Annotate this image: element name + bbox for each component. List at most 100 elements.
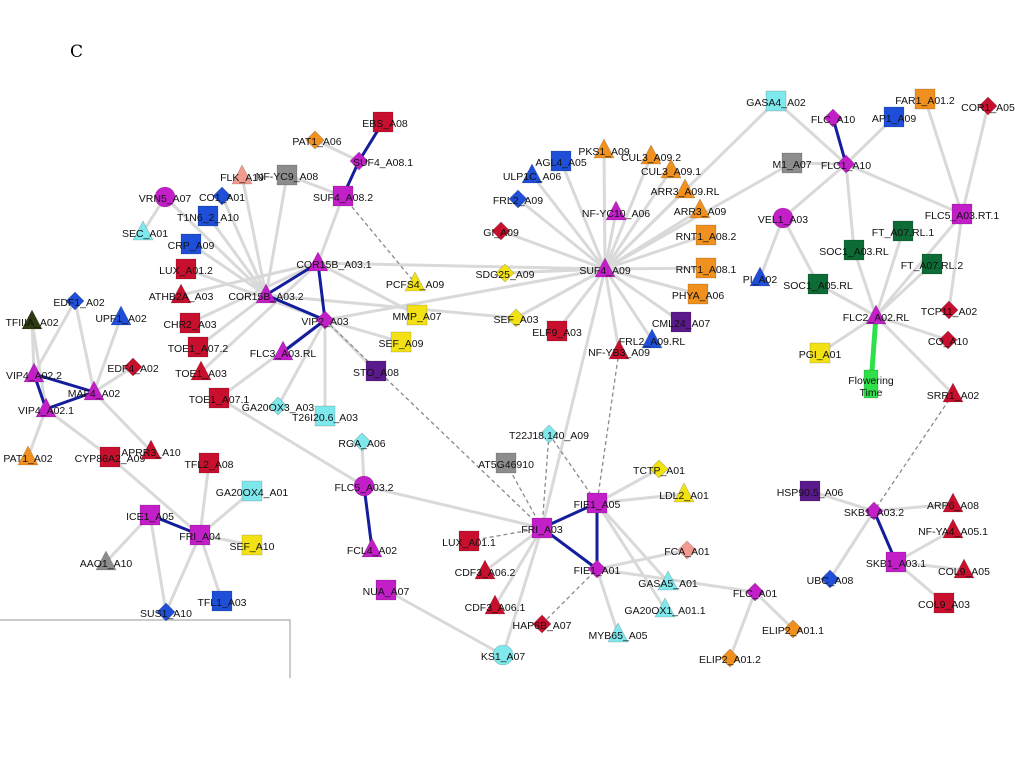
edge-arp6-a08-skb1-a03-2	[873, 502, 954, 513]
node-shape-diamond	[156, 602, 176, 622]
node-shape-circle	[154, 186, 176, 208]
node-nf-ya4-a05-1: NF-YA4_A05.1	[918, 518, 988, 539]
node-label: ELIP2_A01.1	[762, 625, 824, 637]
node-cdf3-a06-2: CDF3_A06.2	[455, 559, 516, 580]
node-label: PHYA_A06	[672, 290, 724, 302]
edge-gasa5-a01-fie1-a05	[595, 501, 670, 584]
edge-rnt1-a08-1-suf4-a09	[604, 266, 707, 271]
panel-label: C	[70, 42, 84, 62]
node-maf4-a02: MAF4_A02	[68, 380, 120, 401]
node-label: CUL3_A09.1	[641, 166, 701, 178]
edge-sef-a09-vip2-a03	[324, 318, 402, 344]
node-ulp1c-a06: ULP1C_A06	[503, 163, 561, 184]
node-label: FT_A07.RL.1	[872, 227, 935, 239]
node-label: AT5G46910	[478, 459, 534, 471]
node-shape-diamond	[508, 189, 528, 209]
node-shape-triangle	[361, 537, 383, 558]
edge-ft-a07-rl-1-flc2-a02-rl	[874, 230, 905, 317]
node-ft-a07-rl-1: FT_A07.RL.1	[872, 220, 935, 242]
node-flc1-a10: FLC1_A10	[821, 154, 871, 174]
edge-aprr3-a10-maf4-a02	[92, 390, 153, 453]
node-myb65-a05: MYB65_A05	[589, 622, 648, 643]
node-shape-diamond	[349, 151, 369, 171]
node-label: STO_A08	[353, 367, 399, 379]
edge-soc1-a05-rl-vel1-a03	[781, 217, 820, 285]
node-label: NF-YC10_A06	[582, 208, 650, 220]
node-label: FLC3_A03.RL	[250, 348, 317, 360]
node-flc2-a02-rl: FLC2_A02.RL	[843, 304, 909, 325]
node-far1-a01-2: FAR1_A01.2	[895, 88, 955, 110]
node-sef-a09: SEF_A09	[379, 331, 424, 353]
node-label: TCTP_A01	[633, 465, 685, 477]
edge-flc1-a10-soc1-a03-rl	[844, 163, 856, 251]
node-shape-triangle	[605, 200, 627, 221]
node-sdg25-a09: SDG25_A09	[476, 263, 535, 283]
edge-tctp-a01-fie1-a05	[596, 467, 660, 505]
edge-hsp90-5-a06-skb1-a03-2	[809, 489, 875, 513]
node-shape-square	[695, 224, 717, 246]
node-label: TOE1_A03	[175, 368, 227, 380]
edge-toe1-a03-cor15b-a03-1	[199, 261, 320, 374]
node-shape-triangle	[521, 163, 543, 184]
node-rga-a06: RGA_A06	[338, 432, 386, 452]
node-cyp86a2-a09: CYP86A2_A09	[75, 446, 145, 468]
node-shape-diamond	[836, 154, 856, 174]
node-shape-diamond	[587, 559, 607, 579]
node-shape-triangle	[110, 305, 132, 326]
node-shape-square	[807, 273, 829, 295]
edge-cyp86a2-a09-vip4-a02-1	[45, 407, 111, 459]
node-shape-square	[695, 257, 717, 279]
node-shape-diamond	[212, 186, 232, 206]
node-shape-triangle	[17, 445, 39, 466]
edge-sus1-a10-fri-a04	[164, 534, 202, 613]
node-shape-square	[921, 253, 943, 275]
node-shape-diamond	[745, 582, 765, 602]
node-shape-diamond	[495, 263, 515, 283]
node-flc5-a03-rt-1: FLC5_A03.RT.1	[925, 203, 1000, 225]
edge-cor15b-a03-1-suf4-a09	[317, 261, 606, 271]
edge-nf-yb3-a09-fie1-a05	[596, 350, 620, 504]
node-shape-triangle	[942, 382, 964, 403]
node-edf4-a02: EDF4_A02	[107, 357, 159, 377]
node-frl2-a09-rl: FRL2_A09.RL	[619, 328, 685, 349]
node-aprr3-a10: APRR3_A10	[121, 439, 181, 460]
node-vrn5-a07: VRN5_A07	[139, 186, 191, 208]
node-toe1-a07-2: TOE1_A07.2	[168, 336, 228, 358]
node-label: FCA_A01	[664, 546, 710, 558]
edge-ga20ox1-a01-1-fie1-a05	[595, 502, 667, 610]
node-shape-triangle	[942, 518, 964, 539]
node-shape-square	[314, 405, 336, 427]
node-fca-a01: FCA_A01	[664, 540, 710, 560]
edge-nf-yc9-a08-cor15b-a03-2	[264, 174, 289, 296]
edge-edf4-a02-maf4-a02	[93, 365, 134, 394]
node-label: FLC5_A03.RT.1	[925, 210, 1000, 222]
node-label: FT_A07.RL.2	[901, 260, 964, 272]
node-flc5-a03-2: FLC5_A03.2	[335, 475, 394, 497]
node-shape-square	[276, 164, 298, 186]
node-shape-square	[687, 283, 709, 305]
node-shape-square	[914, 88, 936, 110]
node-shape-triangle	[689, 198, 711, 219]
node-elip2-a01-1: ELIP2_A01.1	[762, 619, 824, 639]
edge-hap6b-a07-fie1-a01	[541, 568, 598, 625]
node-shape-square	[883, 106, 905, 128]
node-shape-square	[139, 504, 161, 526]
node-label: ELIP2_A01.2	[699, 654, 761, 666]
node-shape-diamond	[939, 300, 959, 320]
edge-flc5-a03-rt-1-flc2-a02-rl	[874, 213, 964, 317]
node-shape-diamond	[677, 540, 697, 560]
edge-athb2a-a03-cor15b-a03-1	[180, 261, 319, 297]
edge-suf4-a08-2-pcfs4-a09	[342, 195, 416, 284]
node-pat1-a02: PAT1_A02	[3, 445, 53, 466]
node-label: LUX_A01.2	[159, 265, 213, 277]
edge-vip2-a03-flc3-a03-rl	[282, 318, 326, 354]
node-shape-diamond	[315, 310, 335, 330]
edge-vip4-a02-2-maf4-a02	[33, 372, 95, 394]
node-shape-diamond	[305, 130, 325, 150]
edge-ldl2-a01-fie1-a05	[596, 492, 685, 505]
node-shape-square	[495, 452, 517, 474]
node-label: ARR3_A09	[674, 206, 727, 218]
node-cor1-a05: COR1_A05	[961, 96, 1015, 116]
node-label: VIP2_A03	[301, 316, 348, 328]
node-gi-a09: GI_A09	[483, 221, 519, 241]
